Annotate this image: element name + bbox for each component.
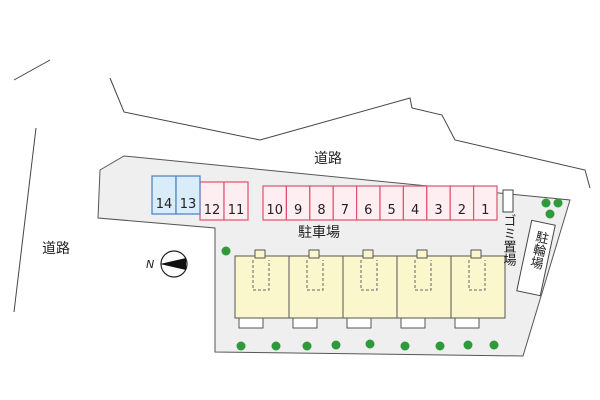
- parking-slot-12: [199, 181, 225, 221]
- building-interior-wall: [360, 260, 378, 291]
- building-balcony: [292, 317, 318, 329]
- building-interior-wall: [414, 260, 432, 291]
- tree: [489, 340, 499, 350]
- building-unit: [234, 249, 290, 329]
- garbage-station-box: [502, 189, 514, 213]
- building-unit: [396, 249, 452, 329]
- building-unit: [342, 249, 398, 329]
- bicycle-parking: [516, 219, 556, 297]
- bicycle-parking-box: [516, 219, 556, 297]
- tree: [463, 340, 473, 350]
- buildings: [234, 249, 506, 329]
- building-entrance: [254, 249, 266, 259]
- north-compass: N: [146, 250, 188, 278]
- parking-slot-13: [175, 175, 201, 215]
- parking-slot-number: 10: [266, 203, 283, 218]
- tree: [236, 341, 246, 351]
- tree: [541, 198, 551, 208]
- tree: [553, 198, 563, 208]
- building-balcony: [400, 317, 426, 329]
- parking-label: 駐車場: [298, 224, 340, 241]
- parking-slot-number: 5: [388, 203, 396, 218]
- building-unit-body: [342, 255, 398, 319]
- trees: [221, 198, 563, 351]
- garbage-label: ゴミ置場: [501, 214, 517, 266]
- tree: [400, 341, 410, 351]
- parking-slot-number: 3: [434, 203, 442, 218]
- parking-slot-number: 12: [204, 203, 221, 218]
- building-unit: [288, 249, 344, 329]
- road-edge-top: [109, 77, 591, 189]
- building-entrance: [362, 249, 374, 259]
- parking-slot-number: 8: [317, 203, 325, 218]
- parking-slot-14: [151, 175, 177, 215]
- building-entrance: [308, 249, 320, 259]
- tree: [221, 246, 231, 256]
- parking-slot-number: 1: [481, 203, 489, 218]
- parking-slot-number: 7: [341, 203, 349, 218]
- building-balcony: [238, 317, 264, 329]
- tree: [435, 341, 445, 351]
- parking-slot-number: 11: [228, 203, 245, 218]
- parking-slot-number: 6: [364, 203, 372, 218]
- building-unit-body: [234, 255, 290, 319]
- road-edge-left: [13, 127, 37, 313]
- parking-slot-number: 9: [294, 203, 302, 218]
- road-label-top: 道路: [314, 151, 342, 167]
- building-unit-body: [288, 255, 344, 319]
- parking-slot-number: 2: [458, 203, 466, 218]
- building-interior-wall: [252, 260, 270, 291]
- building-unit-body: [396, 255, 452, 319]
- tree: [545, 209, 555, 219]
- building-balcony: [346, 317, 372, 329]
- building-entrance: [470, 249, 482, 259]
- north-label: N: [146, 258, 154, 271]
- parking-slot-number: 13: [180, 197, 197, 212]
- parking-slot-1: [473, 185, 498, 221]
- building-interior-wall: [468, 260, 486, 291]
- building-interior-wall: [306, 260, 324, 291]
- parking-slot-number: 4: [411, 203, 419, 218]
- tree: [271, 341, 281, 351]
- road-boundary-lines: [13, 59, 591, 313]
- parking-slot-number: 14: [156, 197, 173, 212]
- road-label-left: 道路: [42, 241, 70, 257]
- building-entrance: [416, 249, 428, 259]
- building-unit-body: [450, 255, 506, 319]
- tree: [302, 341, 312, 351]
- building-unit: [450, 249, 506, 329]
- building-balcony: [454, 317, 480, 329]
- parking-slot-11: [223, 181, 249, 221]
- road-edge-top-left: [13, 59, 51, 81]
- tree: [331, 340, 341, 350]
- tree: [365, 339, 375, 349]
- compass-needle: [160, 258, 186, 270]
